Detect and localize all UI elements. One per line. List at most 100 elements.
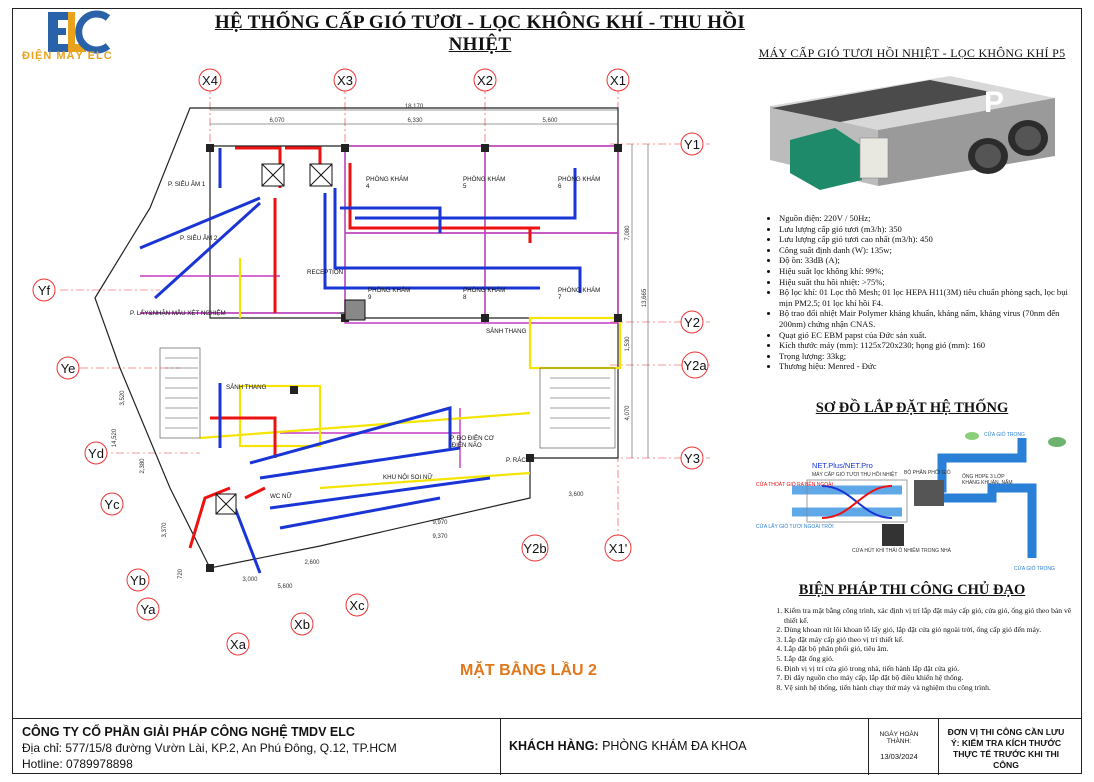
construction-note: ĐƠN VỊ THI CÔNG CẦN LƯU Ý: KIỂM TRA KÍCH…	[947, 727, 1065, 770]
room-pk9-num: 9	[368, 294, 372, 301]
room-lay-mau: P. LẤY&NHẬN MẪU XÉT NGHIỆM	[130, 309, 226, 317]
grid-x2: X2	[477, 73, 493, 88]
install-fresh-out: CỬA LẤY GIÓ TƯƠI NGOÀI TRỜI	[756, 523, 834, 530]
dim-bottom-4: 2,600	[304, 560, 320, 566]
method-step: Đi dây nguồn cho máy cấp, lắp đặt bộ điề…	[784, 673, 1082, 683]
note-cell: ĐƠN VỊ THI CÔNG CẦN LƯU Ý: KIỂM TRA KÍCH…	[938, 719, 1082, 775]
title-block: CÔNG TY CỔ PHẦN GIẢI PHÁP CÔNG NGHỆ TMDV…	[12, 718, 1082, 775]
room-pk4-num: 4	[366, 183, 370, 190]
grid-yf: Yf	[38, 283, 51, 298]
dim-right-4: 4,070	[625, 405, 631, 421]
install-title: SƠ ĐỒ LẮP ĐẶT HỆ THỐNG	[815, 400, 1009, 416]
room-dien-co-2: .ĐIỆN NÃO	[450, 441, 482, 449]
method-step: Lắp đặt ống gió.	[784, 654, 1082, 664]
grid-yd: Yd	[88, 446, 104, 461]
spec-item: Thương hiệu: Menred - Đức	[779, 361, 1079, 372]
room-sieu-am-2: P. SIÊU ÂM 2	[180, 234, 218, 242]
dim-1: 6,070	[269, 118, 285, 124]
dim-left-5: 720	[178, 568, 184, 579]
dim-right-2: 13,665	[642, 288, 648, 307]
spec-item: Quạt gió EC EBM papst của Đức sản xuất.	[779, 330, 1079, 341]
spec-item: Độ ồn: 33dB (A);	[779, 255, 1079, 266]
spec-item: Lưu lượng cấp gió tươi cao nhất (m3/h): …	[779, 234, 1079, 245]
dim-right-3: 1,530	[625, 336, 631, 352]
elc-logo	[48, 10, 110, 54]
dim-2: 6,330	[407, 118, 423, 124]
install-box-label: BỘ PHÂN PHỐI GIÓ	[904, 469, 951, 476]
grid-x1: X1	[610, 73, 626, 88]
dim-bottom-3: 9,370	[432, 534, 448, 540]
room-pk6-title: PHÒNG KHÁM	[558, 176, 600, 183]
date-cell: NGÀY HOÀN THÀNH: 13/03/2024	[868, 719, 938, 775]
room-noi-soi: KHU NỘI SOI NỮ	[383, 474, 433, 481]
install-room-bottom: CỬA GIÓ TRONG	[1014, 565, 1055, 572]
company-address: Địa chỉ: 577/15/8 đường Vườn Lài, KP.2, …	[22, 741, 397, 755]
date-value: 13/03/2024	[880, 752, 918, 761]
grid-xa: Xa	[230, 637, 247, 652]
room-pk6-num: 6	[558, 183, 562, 190]
svg-text:P: P	[984, 86, 1004, 119]
install-room-top: CỬA GIÓ TRONG	[984, 431, 1025, 438]
grid-x3: X3	[337, 73, 353, 88]
grid-y2b: Y2b	[523, 541, 546, 556]
room-pk4-title: PHÒNG KHÁM	[366, 176, 408, 183]
grid-xc: Xc	[349, 598, 365, 613]
method-step: Lắp đặt bộ phân phối gió, tiêu âm.	[784, 644, 1082, 654]
room-pk7-title: PHÒNG KHÁM	[558, 287, 600, 294]
room-pk5-num: 5	[463, 183, 467, 190]
grid-y2: Y2	[684, 315, 700, 330]
room-sanh-thang-1: SẢNH THANG	[486, 328, 527, 335]
install-hose-label: ỐNG HDPE 3 LỚP	[962, 473, 1005, 480]
dim-left-3: 2,380	[140, 458, 146, 474]
spec-item: Kích thước máy (mm): 1125x720x230; họng …	[779, 340, 1079, 351]
spec-item: Hiệu suất thu hồi nhiệt: >75%;	[779, 277, 1079, 288]
drawing-frame	[12, 8, 1082, 774]
dim-left-4: 3,370	[162, 522, 168, 538]
grid-y3: Y3	[684, 451, 700, 466]
dim-bottom-2: 9,970	[432, 520, 448, 526]
install-out-left: CỬA THOÁT GIÓ RA BÊN NGOÀI	[756, 480, 833, 488]
company-hotline: Hotline: 0789978898	[22, 757, 133, 771]
room-pk8-title: PHÒNG KHÁM	[463, 287, 505, 294]
room-pk7-num: 7	[558, 294, 562, 301]
dim-bottom-1: 3,600	[568, 492, 584, 498]
product-title: MÁY CẤP GIÓ TƯƠI HỒI NHIỆT - LỌC KHÔNG K…	[758, 46, 1066, 60]
client-label: KHÁCH HÀNG:	[509, 739, 599, 753]
room-pk8-num: 8	[463, 294, 467, 301]
page-title: HỆ THỐNG CẤP GIÓ TƯƠI - LỌC KHÔNG KHÍ - …	[214, 12, 746, 55]
grid-xb: Xb	[294, 617, 310, 632]
method-step: Dùng khoan rút lõi khoan lỗ lấy gió, lắp…	[784, 625, 1082, 635]
room-sanh-thang-2: SẢNH THANG	[226, 384, 267, 391]
dim-left-1: 3,520	[120, 390, 126, 406]
floor-plan: X4 X3 X2 X1 Y1 Y2 Y2a Y3 Y2b X1' Yf Ye Y…	[32, 68, 710, 656]
dim-total-top: 18,170	[405, 104, 424, 110]
spec-item: Nguồn điện: 220V / 50Hz;	[779, 213, 1079, 224]
grid-ye: Ye	[61, 361, 76, 376]
grid-x4: X4	[202, 73, 218, 88]
method-step: Định vị vị trí cửa gió trong nhà, tiến h…	[784, 664, 1082, 674]
method-steps: Kiểm tra mặt bằng công trình, xác định v…	[772, 606, 1082, 692]
dim-3: 5,600	[542, 118, 558, 124]
spec-item: Hiệu suất lọc không khí: 99%;	[779, 266, 1079, 277]
room-pk5-title: PHÒNG KHÁM	[463, 176, 505, 183]
method-step: Vệ sinh hệ thống, tiến hành chạy thử máy…	[784, 683, 1082, 693]
client: KHÁCH HÀNG: PHÒNG KHÁM ĐA KHOA	[509, 739, 747, 753]
spec-item: Lưu lượng cấp gió tươi (m3/h): 350	[779, 224, 1079, 235]
grid-x1p: X1'	[609, 541, 627, 556]
client-value: PHÒNG KHÁM ĐA KHOA	[602, 739, 747, 753]
spec-list: Nguồn điện: 220V / 50Hz; Lưu lượng cấp g…	[765, 213, 1079, 372]
dim-left-2: 14,520	[112, 428, 118, 447]
grid-ya: Ya	[141, 602, 157, 617]
grid-y1: Y1	[684, 137, 700, 152]
install-net-sub: MÁY CẤP GIÓ TƯƠI THU HỒI NHIỆT	[812, 470, 897, 478]
room-pk9-title: PHÒNG KHÁM	[368, 287, 410, 294]
installation-diagram: NET.Plus/NET.Pro MÁY CẤP GIÓ TƯƠI THU HỒ…	[756, 431, 1066, 572]
dim-bottom-6: 3,000	[242, 577, 258, 583]
spec-item: Bộ trao đổi nhiệt Mair Polymer kháng khu…	[779, 308, 1079, 329]
date-label: NGÀY HOÀN THÀNH:	[879, 731, 919, 745]
spec-item: Công suất định danh (W): 135w;	[779, 245, 1079, 256]
room-reception: RECEPTION	[307, 269, 343, 276]
logo-subtitle: ĐIỆN MÁY ELC	[22, 50, 113, 62]
floor-label: MẶT BẰNG LẦU 2	[460, 662, 597, 679]
room-dien-co-1: P. ĐO ĐIỆN CƠ	[450, 434, 495, 442]
